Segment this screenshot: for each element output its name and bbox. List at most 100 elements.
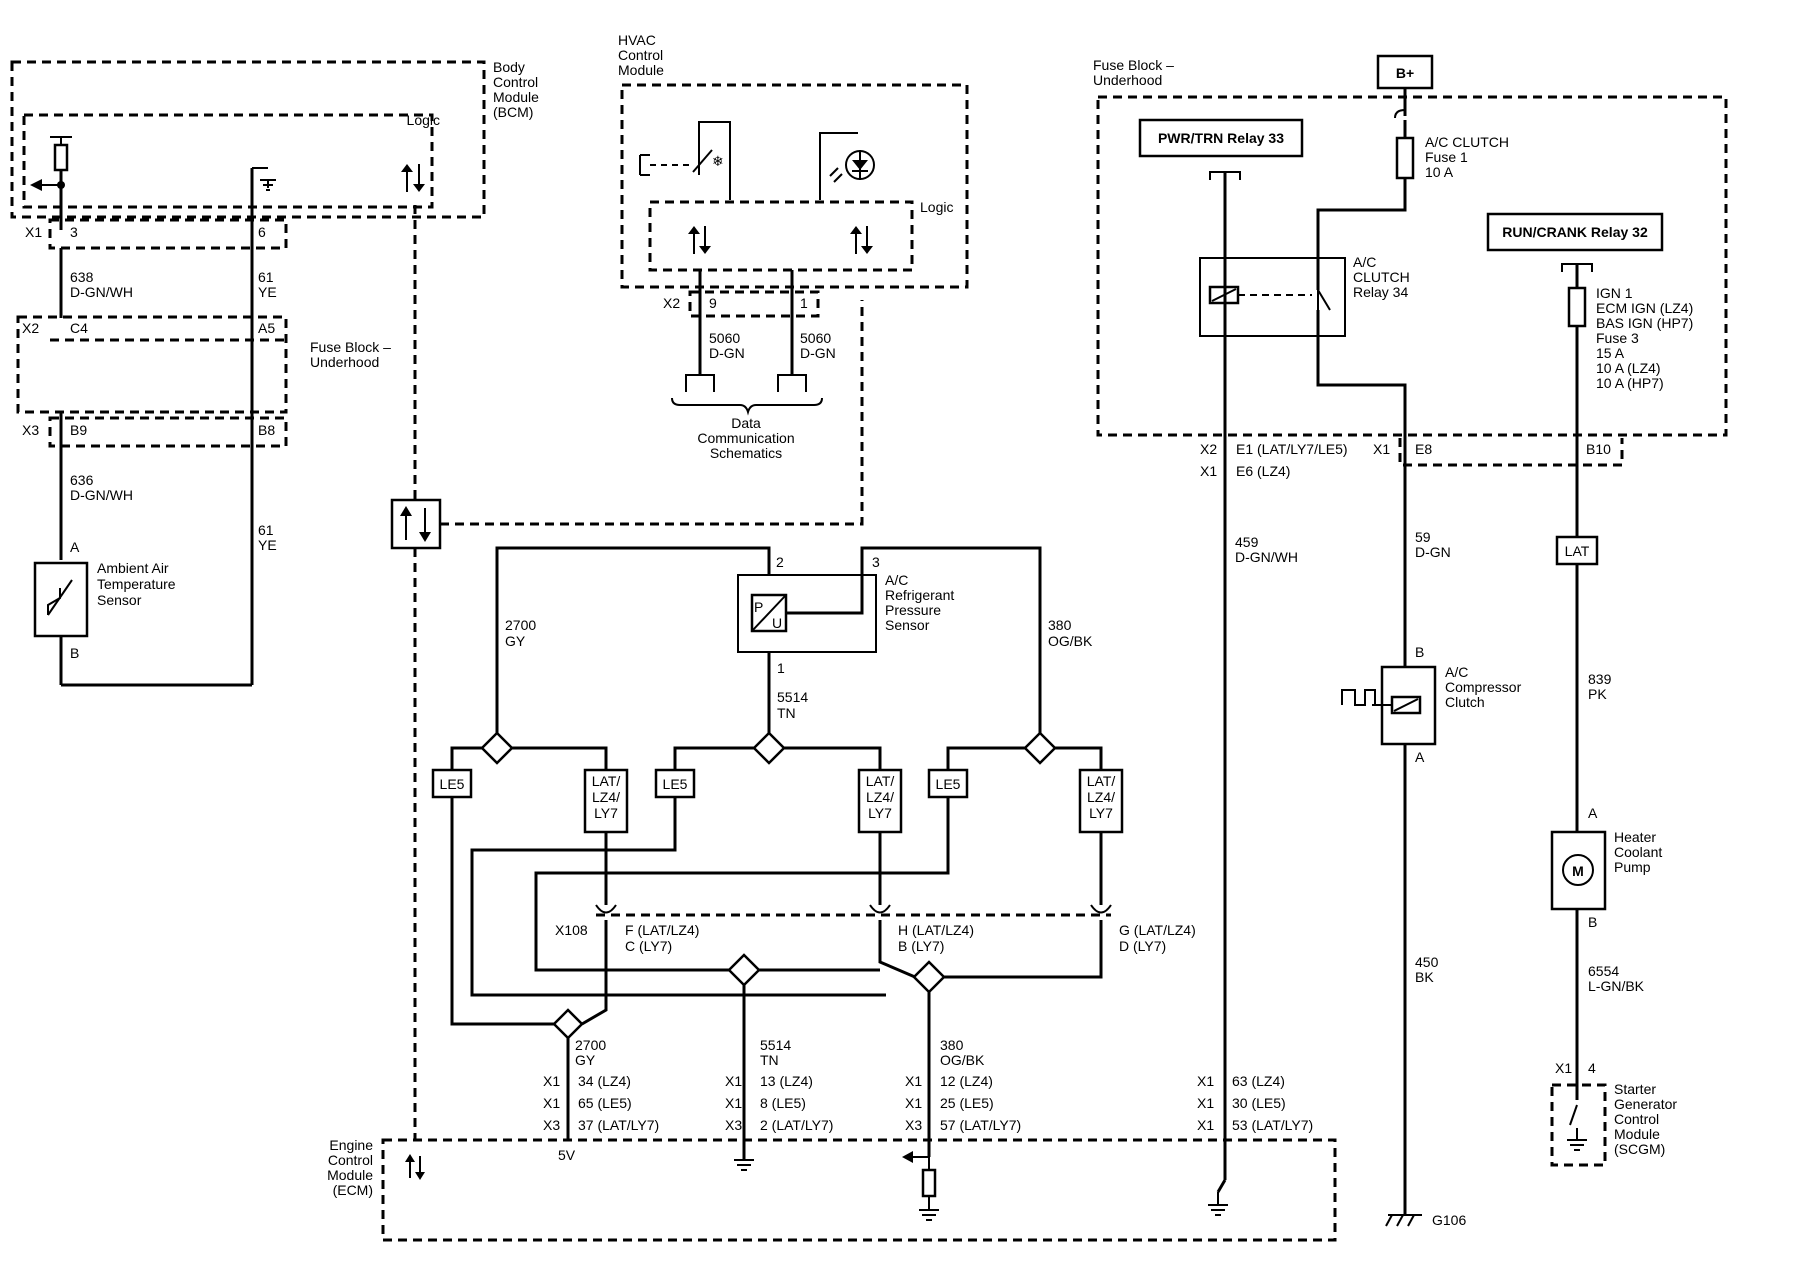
terminal-icon	[1394, 109, 1407, 138]
ecm-c4-pin-3: 53 (LAT/LY7)	[1232, 1117, 1313, 1133]
option-lat-1a: LAT/	[592, 773, 621, 789]
wire-638-color: D-GN/WH	[70, 284, 133, 300]
x108-h-1: H (LAT/LZ4)	[898, 922, 974, 938]
wire-450-color: BK	[1415, 969, 1434, 985]
engine-control-module: 2700 GY 5514 TN 380 OG/BK X1 34 (LZ4) X1…	[327, 1037, 1337, 1242]
pin-a5: A5	[258, 320, 275, 336]
fb-b10-pin: B10	[1586, 441, 1611, 457]
ecm-c3-pin-1: 12 (LZ4)	[940, 1073, 993, 1089]
run-crank-relay-label: RUN/CRANK Relay 32	[1502, 224, 1648, 240]
fuse-block-underhood: Fuse Block – Underhood B+ A/C CLUTCH Fus…	[1093, 54, 1728, 537]
symbol-u: U	[772, 615, 782, 631]
hvac-title-1: HVAC	[618, 32, 656, 48]
ecm-title-3: Module	[327, 1167, 373, 1183]
option-le5-3: LE5	[936, 776, 961, 792]
fuse-block-right-title-2: Underhood	[1093, 72, 1162, 88]
data-comm-label-3: Schematics	[710, 445, 782, 461]
clutch-relay-label-2: CLUTCH	[1353, 269, 1410, 285]
wire-5514-number: 5514	[777, 689, 808, 705]
bcm-x1-pin-3: 3	[70, 224, 78, 240]
ambient-pin-b: B	[70, 645, 79, 661]
ecm-c1-pin-1: 34 (LZ4)	[578, 1073, 631, 1089]
symbol-p: P	[754, 599, 763, 615]
ecm-c1-conn-2: X1	[543, 1095, 560, 1111]
ecm-c3-conn-2: X1	[905, 1095, 922, 1111]
sensor-pin-2: 2	[776, 554, 784, 570]
scgm-pin-4: 4	[1588, 1060, 1596, 1076]
ecm-c1-pin-3: 37 (LAT/LY7)	[578, 1117, 659, 1133]
clutch-relay-label-3: Relay 34	[1353, 284, 1408, 300]
switch-icon: ❄	[639, 121, 731, 200]
battery-b-plus: B+	[1396, 65, 1414, 81]
wire-59-number: 59	[1415, 529, 1431, 545]
snowflake-icon: ❄	[712, 153, 724, 169]
ecm-c1-conn-3: X3	[543, 1117, 560, 1133]
pin-b9: B9	[70, 422, 87, 438]
option-lat-2c: LY7	[868, 805, 892, 821]
fb-x1b-label: X1	[1373, 441, 1390, 457]
bcm-x2-label: X2	[22, 320, 39, 336]
wire-5514-color: TN	[777, 705, 796, 721]
compressor-label-2: Compressor	[1445, 679, 1522, 695]
ambient-pin-a: A	[70, 539, 80, 555]
wire-5060a-color: D-GN	[709, 345, 745, 361]
x108-g-1: G (LAT/LZ4)	[1119, 922, 1196, 938]
wire-380-color: OG/BK	[1048, 633, 1093, 649]
option-lat-2a: LAT/	[866, 773, 895, 789]
wire-61b-number: 61	[258, 522, 274, 538]
option-lat-3c: LY7	[1089, 805, 1113, 821]
ac-refrigerant-pressure-sensor: P U 2 3 1 A/C Refrigerant Pressure Senso…	[737, 554, 954, 676]
clutch-fuse-label-2: Fuse 1	[1425, 149, 1468, 165]
relay-coil-icon	[1208, 285, 1331, 311]
wire-636-color: D-GN/WH	[70, 487, 133, 503]
fuse-block-label-2: Underhood	[310, 354, 379, 370]
fb-x2-pin: E1 (LAT/LY7/LE5)	[1236, 441, 1348, 457]
ecm-c2-conn-3: X3	[725, 1117, 742, 1133]
wire-5060b-number: 5060	[800, 330, 831, 346]
pump-label-3: Pump	[1614, 859, 1651, 875]
ecm-wire-2700-color: GY	[575, 1052, 596, 1068]
fuse3-label-3: BAS IGN (HP7)	[1596, 315, 1693, 331]
fuse3-label-7: 10 A (HP7)	[1596, 375, 1664, 391]
fuse3-label-4: Fuse 3	[1596, 330, 1639, 346]
fuse-block-label-1: Fuse Block –	[310, 339, 391, 355]
mid-harness: 2700 GY 380 OG/BK 5514 TN LE5 LE5 LE5 LA…	[431, 546, 1196, 1070]
fb-e8-pin: E8	[1415, 441, 1432, 457]
pin-b8: B8	[258, 422, 275, 438]
sensor-label-4: Sensor	[885, 617, 930, 633]
ecm-c3-conn-1: X1	[905, 1073, 922, 1089]
ecm-title-1: Engine	[329, 1137, 373, 1153]
option-lat-3b: LZ4/	[1087, 789, 1115, 805]
relay-terminal-icon	[1209, 171, 1241, 188]
scgm-label-1: Starter	[1614, 1081, 1656, 1097]
ambient-air-sensor: A Ambient Air Temperature Sensor B	[33, 539, 176, 661]
ecm-title-2: Control	[328, 1152, 373, 1168]
option-lat-2b: LZ4/	[866, 789, 894, 805]
ecm-title-4: (ECM)	[333, 1182, 373, 1198]
sensor-pin-3: 3	[872, 554, 880, 570]
wire-6554-color: L-GN/BK	[1588, 978, 1645, 994]
ambient-label-2: Temperature	[97, 576, 176, 592]
hvac-pin-9: 9	[709, 295, 717, 311]
pump-pin-a: A	[1588, 805, 1598, 821]
wire-5060a-number: 5060	[709, 330, 740, 346]
ecm-c3-conn-3: X3	[905, 1117, 922, 1133]
ecm-c1-pin-2: 65 (LE5)	[578, 1095, 632, 1111]
fuse3-label-6: 10 A (LZ4)	[1596, 360, 1661, 376]
ecm-5v-label: 5V	[558, 1147, 576, 1163]
bidirectional-arrow-icon	[401, 164, 425, 192]
pullup-icon	[30, 136, 72, 230]
ground-icon	[734, 1159, 754, 1171]
pump-label-2: Coolant	[1614, 844, 1662, 860]
x108-g-2: D (LY7)	[1119, 938, 1166, 954]
wire-61-number: 61	[258, 269, 274, 285]
sensor-pin-1: 1	[777, 660, 785, 676]
fb-x2-label: X2	[1200, 441, 1217, 457]
pump-label-1: Heater	[1614, 829, 1656, 845]
bidirectional-arrow-icon	[405, 1154, 425, 1180]
ecm-c4-pin-2: 30 (LE5)	[1232, 1095, 1286, 1111]
motor-icon: M	[1572, 863, 1584, 879]
clutch-fuse-label-3: 10 A	[1425, 164, 1454, 180]
wire-5060b-color: D-GN	[800, 345, 836, 361]
